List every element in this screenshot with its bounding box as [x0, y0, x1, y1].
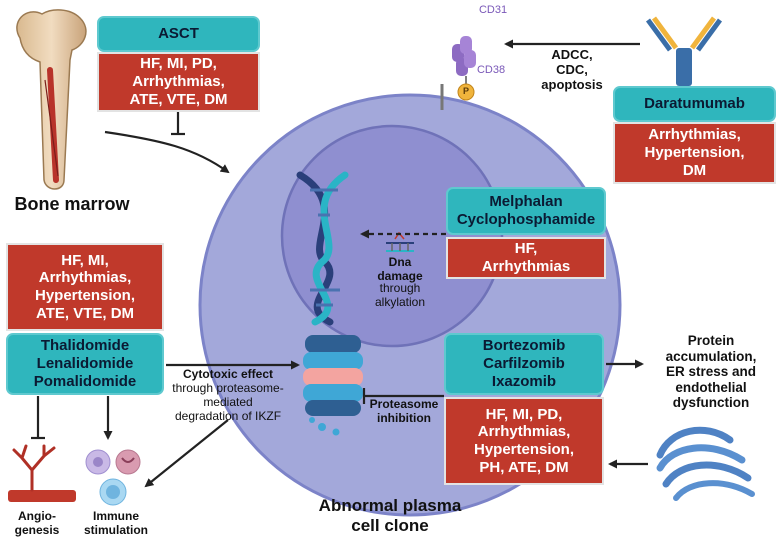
endoplasmic-reticulum-icon: [656, 426, 755, 501]
daratumumab-effects: Arrhythmias, Hypertension, DM: [613, 122, 776, 184]
proteasome-icon: [303, 335, 363, 436]
asct-effects: HF, MI, PD, Arrhythmias, ATE, VTE, DM: [97, 52, 260, 112]
immune-cells-icon: [85, 449, 141, 506]
melphalan-title: Melphalan Cyclophosphamide: [446, 187, 606, 235]
adcc-label: ADCC, CDC, apoptosis: [541, 47, 603, 92]
cd31-label: CD31: [478, 4, 508, 16]
cytotoxic-effect-label: Cytotoxic effect: [182, 367, 274, 381]
cytotoxic-effect-detail: through proteasome- mediated degradation…: [172, 381, 284, 423]
arrow-to-immune: [144, 419, 229, 488]
bone-marrow-label: Bone marrow: [14, 194, 130, 214]
asct-title: ASCT: [97, 16, 260, 52]
angiogenesis-label: Angio- genesis: [14, 509, 60, 537]
blood-vessel-icon: [8, 444, 76, 502]
proteasome-inhibitors-title: Bortezomib Carfilzomib Ixazomib: [444, 333, 604, 395]
protein-accumulation-label: Protein accumulation, ER stress and endo…: [665, 333, 757, 411]
cd38-receptor-icon: [440, 36, 476, 110]
dna-damage-label: Dna damage: [377, 255, 423, 283]
arrow-bone-to-cell: [104, 130, 230, 174]
imids-effects: HF, MI, Arrhythmias, Hypertension, ATE, …: [6, 243, 164, 331]
proteasome-inhibitors-effects: HF, MI, PD, Arrhythmias, Hypertension, P…: [444, 397, 604, 485]
bone-marrow-illustration: [16, 9, 87, 190]
cd38-label: CD38: [476, 64, 506, 76]
immune-stimulation-label: Immune stimulation: [83, 509, 148, 537]
arrows: [31, 39, 648, 488]
daratumumab-antibody-icon: [645, 16, 723, 86]
dna-damage-detail: through alkylation: [374, 281, 426, 309]
phosphate-badge: P: [462, 86, 469, 96]
imids-title: Thalidomide Lenalidomide Pomalidomide: [6, 333, 164, 395]
abnormal-plasma-clone-label: Abnormal plasma cell clone: [318, 496, 462, 535]
melphalan-effects: HF, Arrhythmias: [446, 237, 606, 279]
daratumumab-title: Daratumumab: [613, 86, 776, 122]
dna-helix-icon: [296, 171, 349, 326]
proteasome-inhibition-label: Proteasome inhibition: [369, 397, 439, 425]
